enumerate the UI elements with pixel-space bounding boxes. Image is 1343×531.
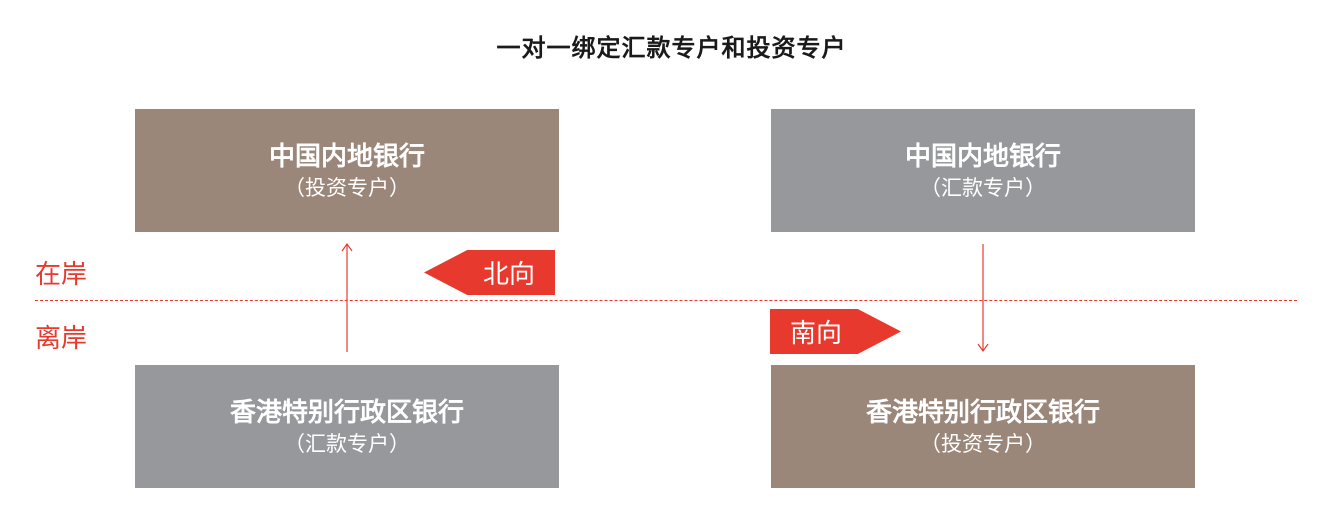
arrow-down-icon	[977, 244, 989, 353]
northbound-label: 北向	[482, 260, 535, 290]
box-hk-bank-remittance: 香港特别行政区银行 （汇款专户）	[135, 365, 559, 488]
box-name: 中国内地银行	[268, 141, 425, 172]
box-name: 香港特别行政区银行	[865, 397, 1100, 428]
box-account-type: （汇款专户）	[920, 175, 1046, 200]
box-account-type: （投资专户）	[284, 175, 410, 200]
box-mainland-bank-remittance: 中国内地银行 （汇款专户）	[771, 109, 1195, 232]
box-name: 香港特别行政区银行	[229, 397, 464, 428]
zone-label-offshore: 离岸	[35, 324, 88, 354]
box-mainland-bank-investment: 中国内地银行 （投资专户）	[135, 109, 559, 232]
arrow-up-icon	[341, 242, 353, 352]
onshore-offshore-divider	[35, 300, 1297, 301]
northbound-tag: 北向	[424, 250, 555, 295]
box-account-type: （投资专户）	[920, 431, 1046, 456]
diagram-title: 一对一绑定汇款专户和投资专户	[496, 34, 847, 62]
zone-label-onshore: 在岸	[35, 260, 88, 290]
southbound-tag: 南向	[770, 309, 901, 354]
box-account-type: （汇款专户）	[284, 431, 410, 456]
southbound-label: 南向	[790, 319, 843, 349]
box-hk-bank-investment: 香港特别行政区银行 （投资专户）	[771, 365, 1195, 488]
box-name: 中国内地银行	[904, 141, 1061, 172]
